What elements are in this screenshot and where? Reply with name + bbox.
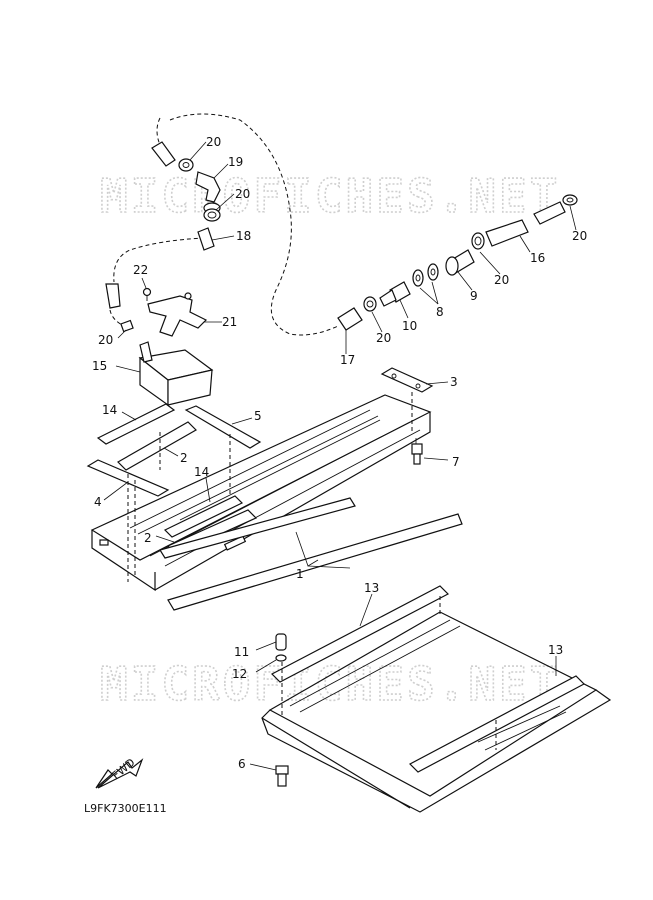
bolt-7 (411, 438, 423, 465)
callout-8: 8 (436, 305, 444, 319)
callout-20d: 20 (572, 229, 587, 243)
tank-15 (138, 341, 214, 407)
strap-2a (117, 421, 197, 471)
callout-22: 22 (133, 263, 148, 277)
clamp-20-right (562, 194, 578, 206)
callout-12: 12 (232, 667, 247, 681)
fitting-9 (445, 249, 475, 276)
callout-13b: 13 (548, 643, 563, 657)
callout-21: 21 (222, 315, 237, 329)
callout-20a: 20 (206, 135, 221, 149)
hose-line-short (109, 237, 206, 327)
clamp-20f (363, 296, 377, 312)
bolt-6 (275, 765, 289, 787)
hose-piece-right (533, 201, 566, 225)
callout-2b: 2 (144, 531, 152, 545)
callout-11: 11 (234, 645, 249, 659)
washers-8 (412, 263, 439, 287)
callout-9: 9 (470, 289, 478, 303)
watermark-top: MICROFICHES.NET (100, 169, 560, 223)
callout-7: 7 (452, 455, 460, 469)
callout-18: 18 (236, 229, 251, 243)
strap-13b (409, 675, 585, 773)
hose-16 (485, 219, 529, 247)
callout-13a: 13 (364, 581, 379, 595)
strap-1-short (159, 497, 356, 559)
callout-5: 5 (254, 409, 262, 423)
clamp-20e (471, 232, 485, 250)
fwd-label: FWD (110, 756, 138, 782)
callout-20c: 20 (98, 333, 113, 347)
callouts: 20 19 20 18 22 21 20 15 20 16 20 9 8 10 … (92, 135, 587, 771)
clamp-20a (178, 158, 194, 172)
callout-20f: 20 (376, 331, 391, 345)
clamp-20c (120, 319, 134, 333)
bracket-21 (147, 292, 208, 337)
callout-17: 17 (340, 353, 355, 367)
strap-3 (380, 367, 434, 393)
guide-lines-lower (281, 596, 497, 750)
pin-11 (275, 633, 287, 651)
clamp-20b (203, 208, 221, 222)
callout-20e: 20 (494, 273, 509, 287)
hose-piece-top (151, 141, 176, 167)
hose-piece-left (105, 283, 121, 309)
washer-12 (275, 654, 287, 662)
callout-6: 6 (238, 757, 246, 771)
diagram-code: L9FK7300E111 (84, 802, 167, 815)
guide-lines-upper (127, 392, 413, 582)
callout-16: 16 (530, 251, 545, 265)
callout-15: 15 (92, 359, 107, 373)
leader-lines (103, 141, 577, 771)
callout-2a: 2 (180, 451, 188, 465)
callout-4: 4 (94, 495, 102, 509)
callout-10: 10 (402, 319, 417, 333)
callout-3: 3 (450, 375, 458, 389)
strap-13a (270, 585, 450, 683)
hose-18 (197, 227, 215, 251)
strap-14a (96, 403, 176, 445)
callout-20b: 20 (235, 187, 250, 201)
lower-tray (261, 611, 612, 813)
strap-5 (184, 405, 262, 449)
hose-17 (337, 307, 363, 331)
callout-14b: 14 (194, 465, 209, 479)
callout-19: 19 (228, 155, 243, 169)
watermark-bottom: MICROFICHES.NET (100, 657, 560, 711)
screw-22 (142, 287, 152, 301)
fwd-arrow: FWD (95, 756, 144, 789)
hose-line-long (156, 113, 339, 336)
strap-14b (163, 495, 244, 538)
callout-14a: 14 (102, 403, 117, 417)
valve-10 (379, 281, 411, 307)
callout-1: 1 (296, 567, 304, 581)
